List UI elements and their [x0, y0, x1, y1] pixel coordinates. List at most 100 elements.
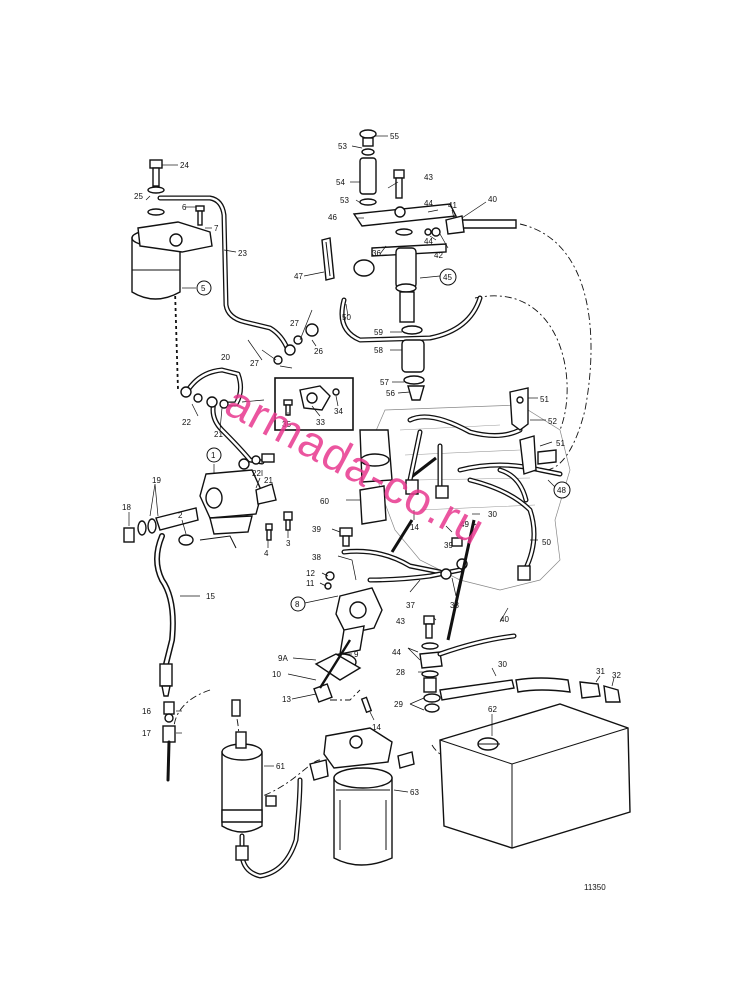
callout: 27	[250, 359, 259, 368]
callout: 31	[596, 667, 605, 676]
callout: 42	[434, 251, 443, 260]
callout: 29	[394, 700, 403, 709]
banjo-bolt-24	[147, 159, 165, 216]
callout: 38	[450, 601, 459, 610]
callout-circled: 1	[206, 447, 222, 463]
callout: 18	[122, 503, 131, 512]
feed-pump-1	[178, 469, 277, 549]
callout: 23	[238, 249, 247, 258]
fittings-16-17	[162, 701, 176, 782]
callout: 11	[306, 579, 315, 588]
callout: 19	[152, 476, 161, 485]
callout: 44	[424, 237, 433, 246]
callout: 24	[180, 161, 189, 170]
electric-pump-61	[221, 699, 303, 879]
callout: 53	[340, 196, 349, 205]
callout: 51	[556, 439, 565, 448]
filter-63	[309, 727, 415, 866]
callout: 30	[498, 660, 507, 669]
callout: 25	[134, 192, 143, 201]
callout: 44	[392, 648, 401, 657]
callout-labels: 24 25 6 7 23 5 27 26 27 20 22 21 21 22 3…	[122, 132, 621, 797]
callout: 14	[410, 523, 419, 532]
return-fittings	[419, 615, 621, 713]
callout: 10	[272, 670, 281, 679]
engine-pipes	[339, 295, 563, 581]
callout-circled: 45	[439, 268, 457, 286]
callout: 17	[142, 729, 151, 738]
pump-pipes-37-38	[339, 527, 468, 583]
svg-text:8: 8	[295, 600, 300, 609]
callout: 40	[488, 195, 497, 204]
callout: 28	[396, 668, 405, 677]
callout: 39	[312, 525, 321, 534]
svg-text:1: 1	[211, 451, 216, 460]
throttle-unit-60	[359, 429, 393, 525]
callout-circled: 48	[553, 481, 571, 499]
callout: 22	[182, 418, 191, 427]
callout: 21	[264, 476, 273, 485]
fuel-hose-15	[154, 533, 176, 697]
svg-text:5: 5	[201, 284, 206, 293]
nipple-26-27	[273, 323, 319, 365]
drawing-number: 11350	[584, 883, 606, 892]
watermark: armada-co.ru	[217, 375, 494, 555]
callout: 35	[282, 420, 291, 429]
callout: 39	[444, 541, 453, 550]
bold-leaders	[318, 456, 476, 689]
callout: 54	[336, 178, 345, 187]
callout: 51	[540, 395, 549, 404]
callout: 62	[488, 705, 497, 714]
callout: 3	[286, 539, 291, 548]
callout: 13	[282, 695, 291, 704]
callout: 47	[294, 272, 303, 281]
callout: 58	[374, 346, 383, 355]
callout: 63	[410, 788, 419, 797]
fuel-filter-top	[131, 221, 213, 300]
callout: 26	[314, 347, 323, 356]
callout: 33	[316, 418, 325, 427]
callout: 59	[374, 328, 383, 337]
callout: 44	[424, 199, 433, 208]
callout: 20	[221, 353, 230, 362]
callout: 30	[488, 510, 497, 519]
callout: 12	[306, 569, 315, 578]
screw-6	[195, 205, 205, 226]
banjo-18-19	[123, 507, 199, 543]
callout: 15	[206, 592, 215, 601]
callout: 49	[460, 520, 469, 529]
callout: 6	[182, 203, 187, 212]
leader-lines	[128, 135, 615, 793]
fuel-tank-62	[439, 703, 631, 849]
callout: 61	[276, 762, 285, 771]
callout: 43	[424, 173, 433, 182]
callout: 14	[372, 723, 381, 732]
callout: 38	[312, 553, 321, 562]
callout: 43	[396, 617, 405, 626]
callout: 9A	[278, 654, 288, 663]
callout: 50	[342, 313, 351, 322]
callout: 36	[372, 249, 381, 258]
pipe-40-top	[424, 215, 517, 237]
injector-stack	[321, 129, 458, 401]
callout: 37	[406, 601, 415, 610]
callout-circled: 8	[290, 596, 306, 612]
callout: 32	[612, 671, 621, 680]
callout: 40	[500, 615, 509, 624]
callout: 2	[178, 511, 183, 520]
callout: 27	[290, 319, 299, 328]
callout: 34	[334, 407, 343, 416]
callout: 55	[390, 132, 399, 141]
callout: 60	[320, 497, 329, 506]
svg-text:48: 48	[557, 486, 566, 495]
callout: 52	[548, 417, 557, 426]
callout: 50	[542, 538, 551, 547]
svg-text:45: 45	[443, 273, 452, 282]
callout: 41	[448, 201, 457, 210]
fuel-pipe-20	[180, 367, 275, 470]
callout: 56	[386, 389, 395, 398]
callout: 21	[214, 430, 223, 439]
fuel-pipe-23	[157, 195, 291, 353]
